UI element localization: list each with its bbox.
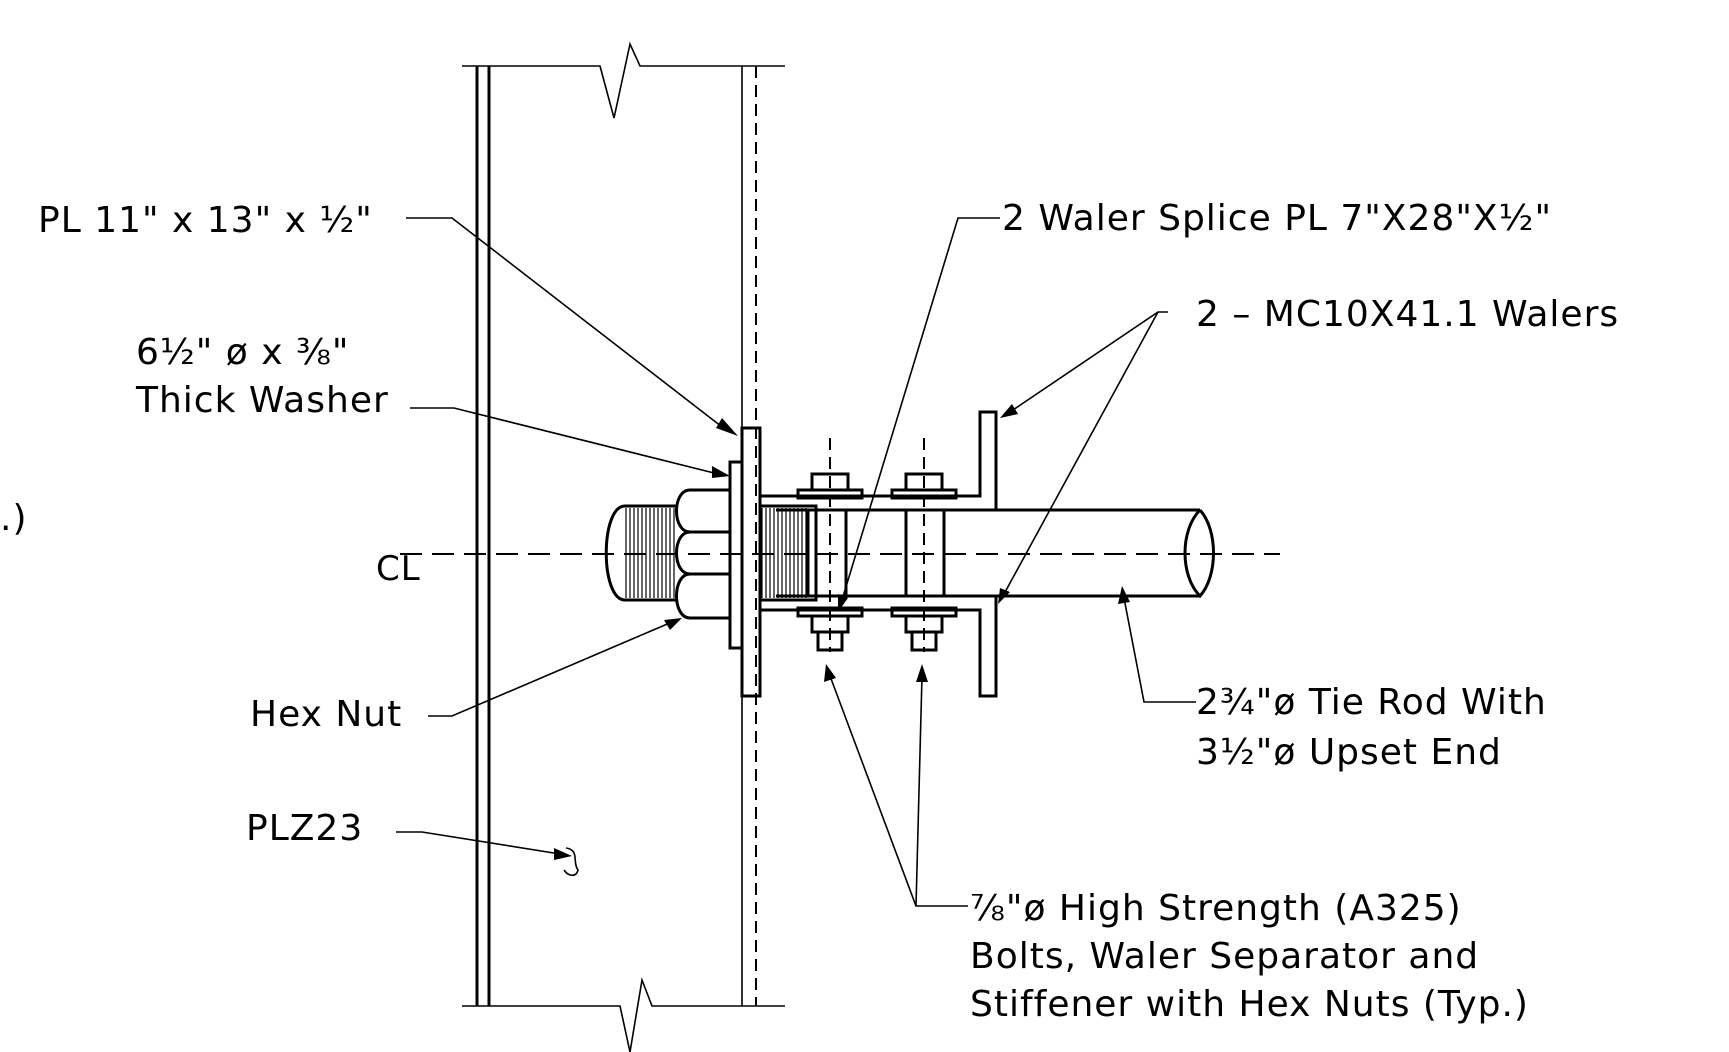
tie-rod: [940, 508, 1215, 599]
leaders: [396, 217, 1196, 907]
centerline: CL: [376, 549, 1280, 589]
sheet-pile-label: PLZ23: [246, 808, 363, 849]
tie-rod-label-line1: 2¾"ø Tie Rod With: [1196, 682, 1547, 723]
bolts-label-line2: Bolts, Waler Separator and: [970, 936, 1479, 977]
bolts-label-line1: ⅞"ø High Strength (A325): [970, 888, 1462, 929]
washer-label-line2: Thick Washer: [135, 380, 389, 421]
tie-rod-label-line2: 3½"ø Upset End: [1196, 732, 1502, 773]
hex-nut-label: Hex Nut: [250, 694, 402, 735]
hex-nut: [675, 488, 730, 620]
labels: PL 11" x 13" x ½" 6½" ø x ⅜" Thick Washe…: [0, 198, 1619, 1025]
sheet-pile: [462, 41, 785, 1052]
bolts-label-line3: Stiffener with Hex Nuts (Typ.): [970, 984, 1529, 1025]
plate-label: PL 11" x 13" x ½": [38, 200, 373, 241]
bolt-right: [890, 438, 958, 652]
edge-fragment: .): [0, 498, 28, 539]
centerline-symbol: CL: [376, 549, 421, 589]
bearing-plate: [740, 426, 762, 698]
bolt-left: [796, 438, 864, 652]
waler-upper: [758, 410, 998, 512]
walers-label: 2 – MC10X41.1 Walers: [1196, 294, 1619, 335]
splice-plate-label: 2 Waler Splice PL 7"X28"X½": [1002, 198, 1552, 239]
waler-lower: [758, 594, 998, 698]
washer-label-line1: 6½" ø x ⅜": [136, 332, 349, 373]
